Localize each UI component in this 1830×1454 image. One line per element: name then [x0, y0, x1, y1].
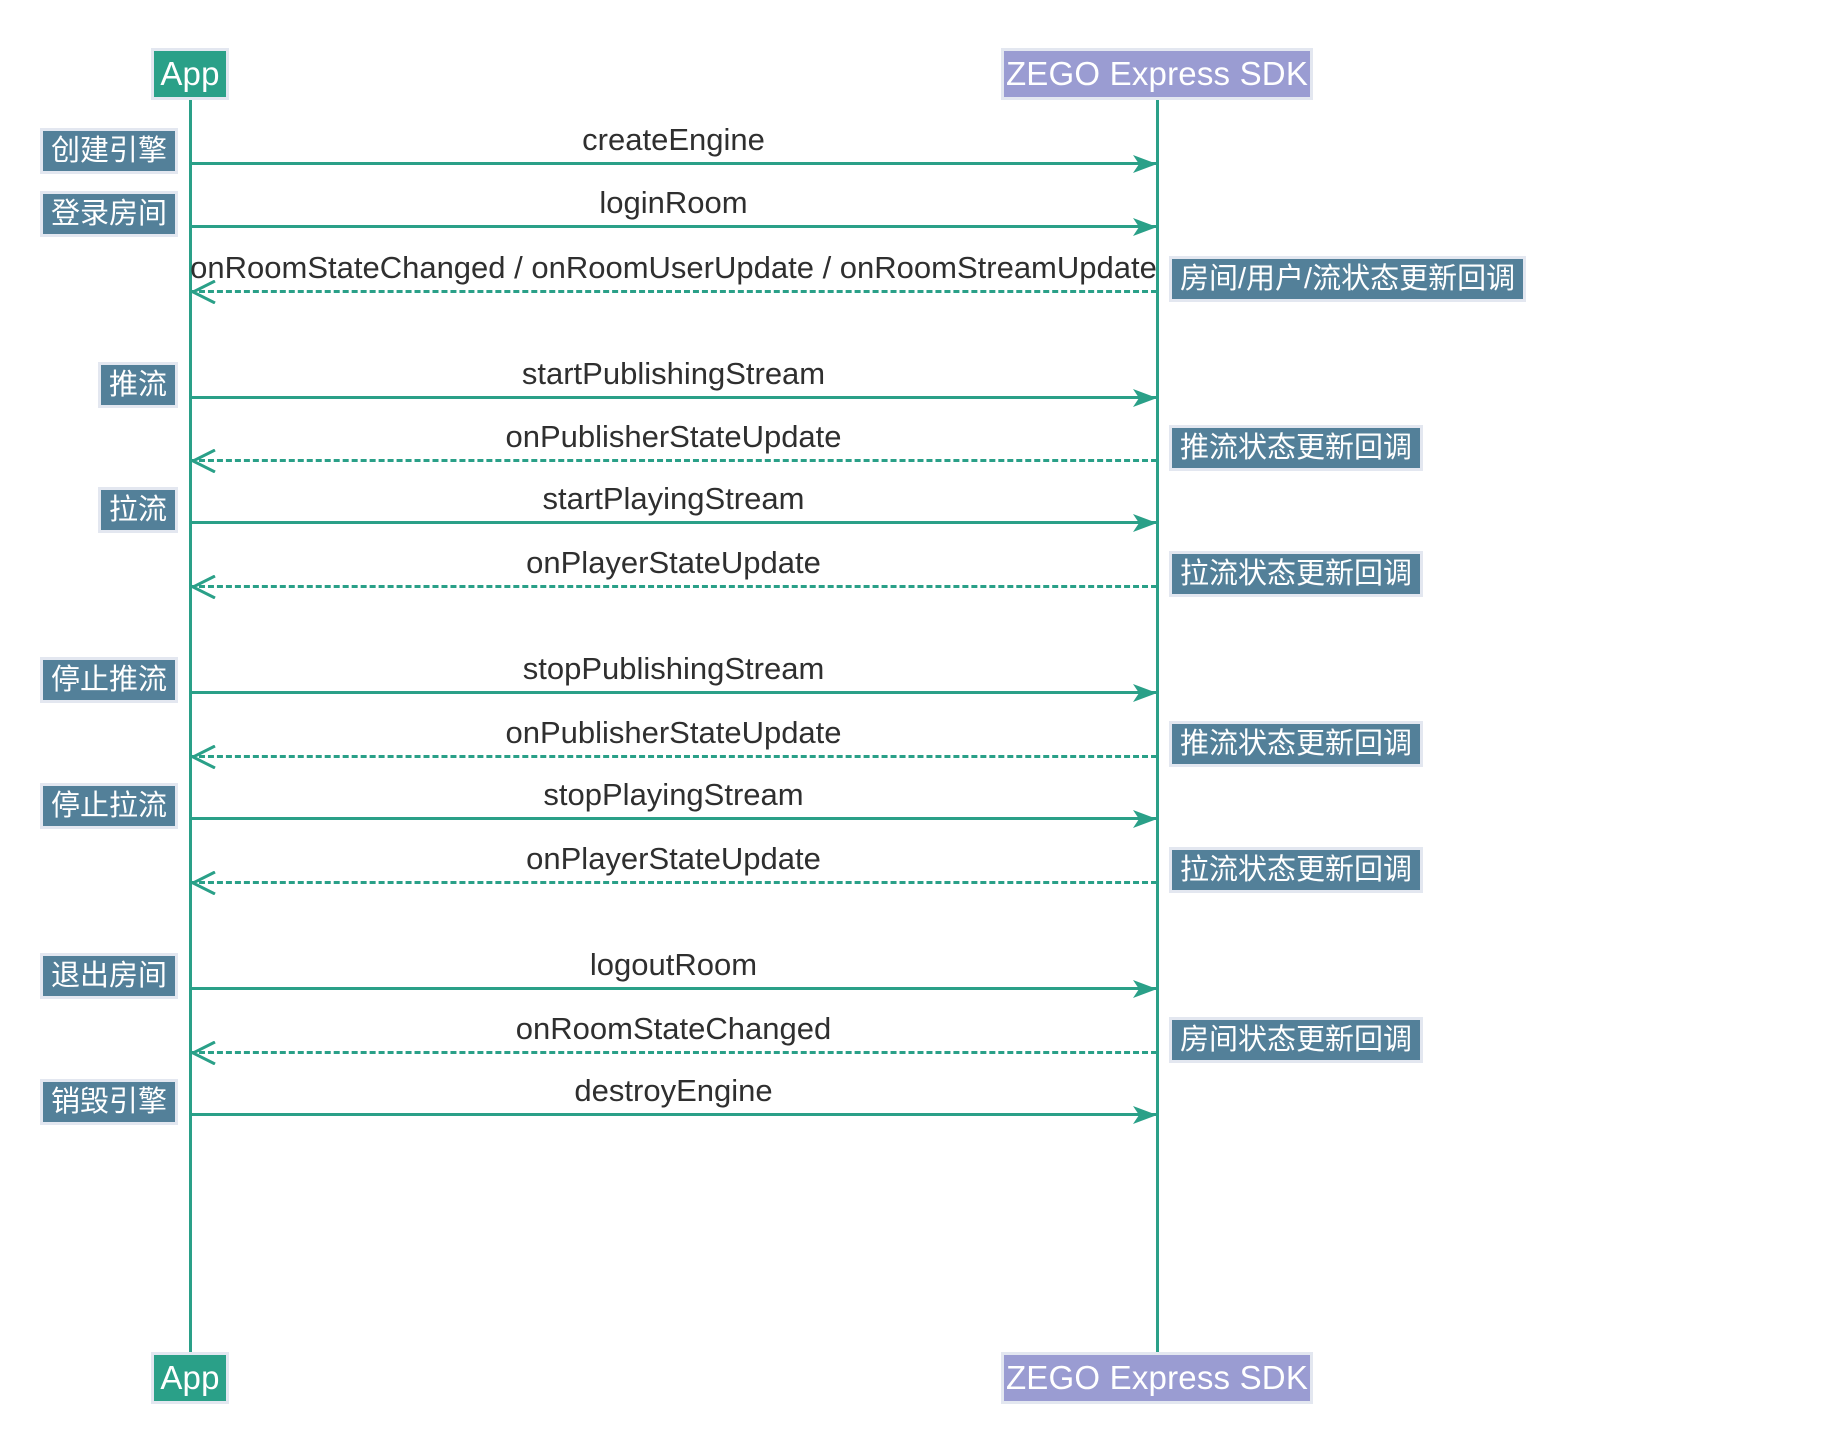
- step-note-left: 拉流: [97, 487, 178, 533]
- lifeline-app: [189, 100, 192, 1352]
- message-label: createEngine: [582, 122, 765, 157]
- step-note-left: 创建引擎: [39, 128, 178, 174]
- arrow-head-icon: [191, 575, 217, 599]
- message-label: onPlayerStateUpdate: [526, 545, 821, 580]
- arrow-head-icon: [191, 871, 217, 895]
- lifeline-head-app-bottom: App: [151, 1352, 229, 1404]
- message-line: [190, 225, 1157, 228]
- lifeline-head-app-top: App: [151, 48, 229, 100]
- arrow-head-icon: [191, 745, 217, 769]
- step-note-left: 退出房间: [39, 953, 178, 999]
- callback-note-right: 房间状态更新回调: [1169, 1017, 1424, 1063]
- arrow-head-icon: [1133, 387, 1159, 409]
- step-note-left: 停止推流: [39, 657, 178, 703]
- arrow-head-icon: [1133, 512, 1159, 534]
- message-line: [190, 1113, 1157, 1116]
- step-note-left: 推流: [97, 362, 178, 408]
- callback-note-right: 拉流状态更新回调: [1169, 847, 1424, 893]
- lifeline-label: ZEGO Express SDK: [1005, 55, 1309, 92]
- callback-note-right: 推流状态更新回调: [1169, 425, 1424, 471]
- step-note-left: 停止拉流: [39, 783, 178, 829]
- message-line: [190, 1051, 1157, 1054]
- message-label: onPublisherStateUpdate: [505, 419, 842, 454]
- callback-note-right: 推流状态更新回调: [1169, 721, 1424, 767]
- message-line: [190, 881, 1157, 884]
- arrow-head-icon: [1133, 1104, 1159, 1126]
- message-label: onPlayerStateUpdate: [526, 841, 821, 876]
- message-line: [190, 290, 1157, 293]
- message-label: stopPlayingStream: [543, 777, 804, 812]
- message-label: onRoomStateChanged / onRoomUserUpdate / …: [190, 250, 1157, 285]
- message-label: destroyEngine: [574, 1073, 773, 1108]
- message-label: loginRoom: [599, 185, 748, 220]
- arrow-head-icon: [191, 280, 217, 304]
- arrow-head-icon: [1133, 153, 1159, 175]
- message-label: stopPublishingStream: [522, 651, 825, 686]
- step-note-left: 登录房间: [39, 191, 178, 237]
- message-line: [190, 396, 1157, 399]
- message-line: [190, 817, 1157, 820]
- arrow-head-icon: [191, 1041, 217, 1065]
- callback-note-right: 房间/用户/流状态更新回调: [1169, 256, 1527, 302]
- message-line: [190, 521, 1157, 524]
- message-label: logoutRoom: [589, 947, 758, 982]
- lifeline-sdk: [1156, 100, 1159, 1352]
- arrow-head-icon: [1133, 682, 1159, 704]
- message-label: onPublisherStateUpdate: [505, 715, 842, 750]
- lifeline-head-sdk-bottom: ZEGO Express SDK: [1001, 1352, 1313, 1404]
- lifeline-label: App: [160, 1359, 220, 1396]
- message-line: [190, 459, 1157, 462]
- arrow-head-icon: [1133, 978, 1159, 1000]
- message-label: startPublishingStream: [521, 356, 826, 391]
- callback-note-right: 拉流状态更新回调: [1169, 551, 1424, 597]
- step-note-left: 销毁引擎: [39, 1079, 178, 1125]
- arrow-head-icon: [1133, 808, 1159, 830]
- arrow-head-icon: [1133, 216, 1159, 238]
- message-line: [190, 691, 1157, 694]
- message-label: onRoomStateChanged: [515, 1011, 832, 1046]
- message-line: [190, 987, 1157, 990]
- lifeline-head-sdk-top: ZEGO Express SDK: [1001, 48, 1313, 100]
- arrow-head-icon: [191, 449, 217, 473]
- message-line: [190, 755, 1157, 758]
- message-line: [190, 585, 1157, 588]
- message-label: startPlayingStream: [542, 481, 805, 516]
- lifeline-label: ZEGO Express SDK: [1005, 1359, 1309, 1396]
- lifeline-label: App: [160, 55, 220, 92]
- message-line: [190, 162, 1157, 165]
